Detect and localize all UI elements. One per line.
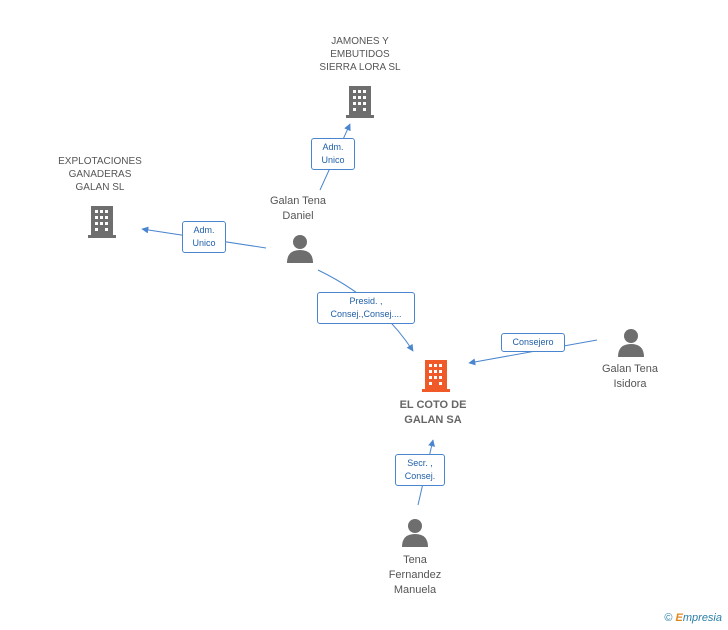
edge-label-daniel-coto[interactable]: Presid. , Consej.,Consej.... xyxy=(317,292,415,324)
company-jamones-building-icon[interactable] xyxy=(346,86,374,118)
label-line: Secr. , xyxy=(407,458,433,468)
label-line: Adm. xyxy=(193,225,215,235)
brand-e: E xyxy=(675,612,683,624)
label-line: Fernandez xyxy=(388,569,442,581)
label-line: GANADERAS xyxy=(68,169,132,180)
label-line: Consejero xyxy=(512,337,554,347)
brand-name: mpresia xyxy=(682,612,722,624)
person-galan-isidora-icon[interactable] xyxy=(618,329,644,357)
person-tena-manuela-icon[interactable] xyxy=(402,519,428,547)
company-explotaciones-building-icon[interactable] xyxy=(88,206,116,238)
label-line: Galan Tena xyxy=(601,363,659,375)
label-line: Daniel xyxy=(282,210,314,222)
label-line: Presid. , xyxy=(349,296,383,306)
label-line: Adm. xyxy=(322,142,344,152)
person-tena-manuela-label[interactable]: Tena Fernandez Manuela xyxy=(365,553,465,598)
label-line: SIERRA LORA SL xyxy=(319,62,401,73)
company-coto-building-icon[interactable] xyxy=(422,360,450,392)
person-galan-daniel-icon[interactable] xyxy=(287,235,313,263)
label-line: Galan Tena xyxy=(269,195,327,207)
label-line: GALAN SL xyxy=(75,182,125,193)
company-jamones-label[interactable]: JAMONES Y EMBUTIDOS SIERRA LORA SL xyxy=(300,35,420,74)
label-line: Tena xyxy=(403,554,427,566)
copyright-symbol: © xyxy=(664,612,673,624)
person-galan-isidora-label[interactable]: Galan Tena Isidora xyxy=(580,362,680,392)
empresia-logo: © Empresia xyxy=(664,612,722,624)
label-line: EL COTO DE xyxy=(399,399,467,411)
label-line: GALAN SA xyxy=(404,414,462,426)
company-coto-label[interactable]: EL COTO DE GALAN SA xyxy=(383,398,483,428)
label-line: JAMONES Y xyxy=(331,36,389,47)
label-line: Unico xyxy=(192,238,216,248)
edge-label-daniel-jamones[interactable]: Adm. Unico xyxy=(311,138,355,170)
company-explotaciones-label[interactable]: EXPLOTACIONES GANADERAS GALAN SL xyxy=(40,155,160,194)
label-line: EMBUTIDOS xyxy=(330,49,390,60)
label-line: EXPLOTACIONES xyxy=(58,156,142,167)
edge-label-isidora-coto[interactable]: Consejero xyxy=(501,333,565,352)
label-line: Consej. xyxy=(404,471,436,481)
edge-label-manuela-coto[interactable]: Secr. , Consej. xyxy=(395,454,445,486)
label-line: Isidora xyxy=(613,378,647,390)
label-line: Manuela xyxy=(393,584,437,596)
label-line: Unico xyxy=(321,155,345,165)
edge-label-daniel-explotaciones[interactable]: Adm. Unico xyxy=(182,221,226,253)
person-galan-daniel-label[interactable]: Galan Tena Daniel xyxy=(248,194,348,224)
label-line: Consej.,Consej.... xyxy=(330,309,402,319)
